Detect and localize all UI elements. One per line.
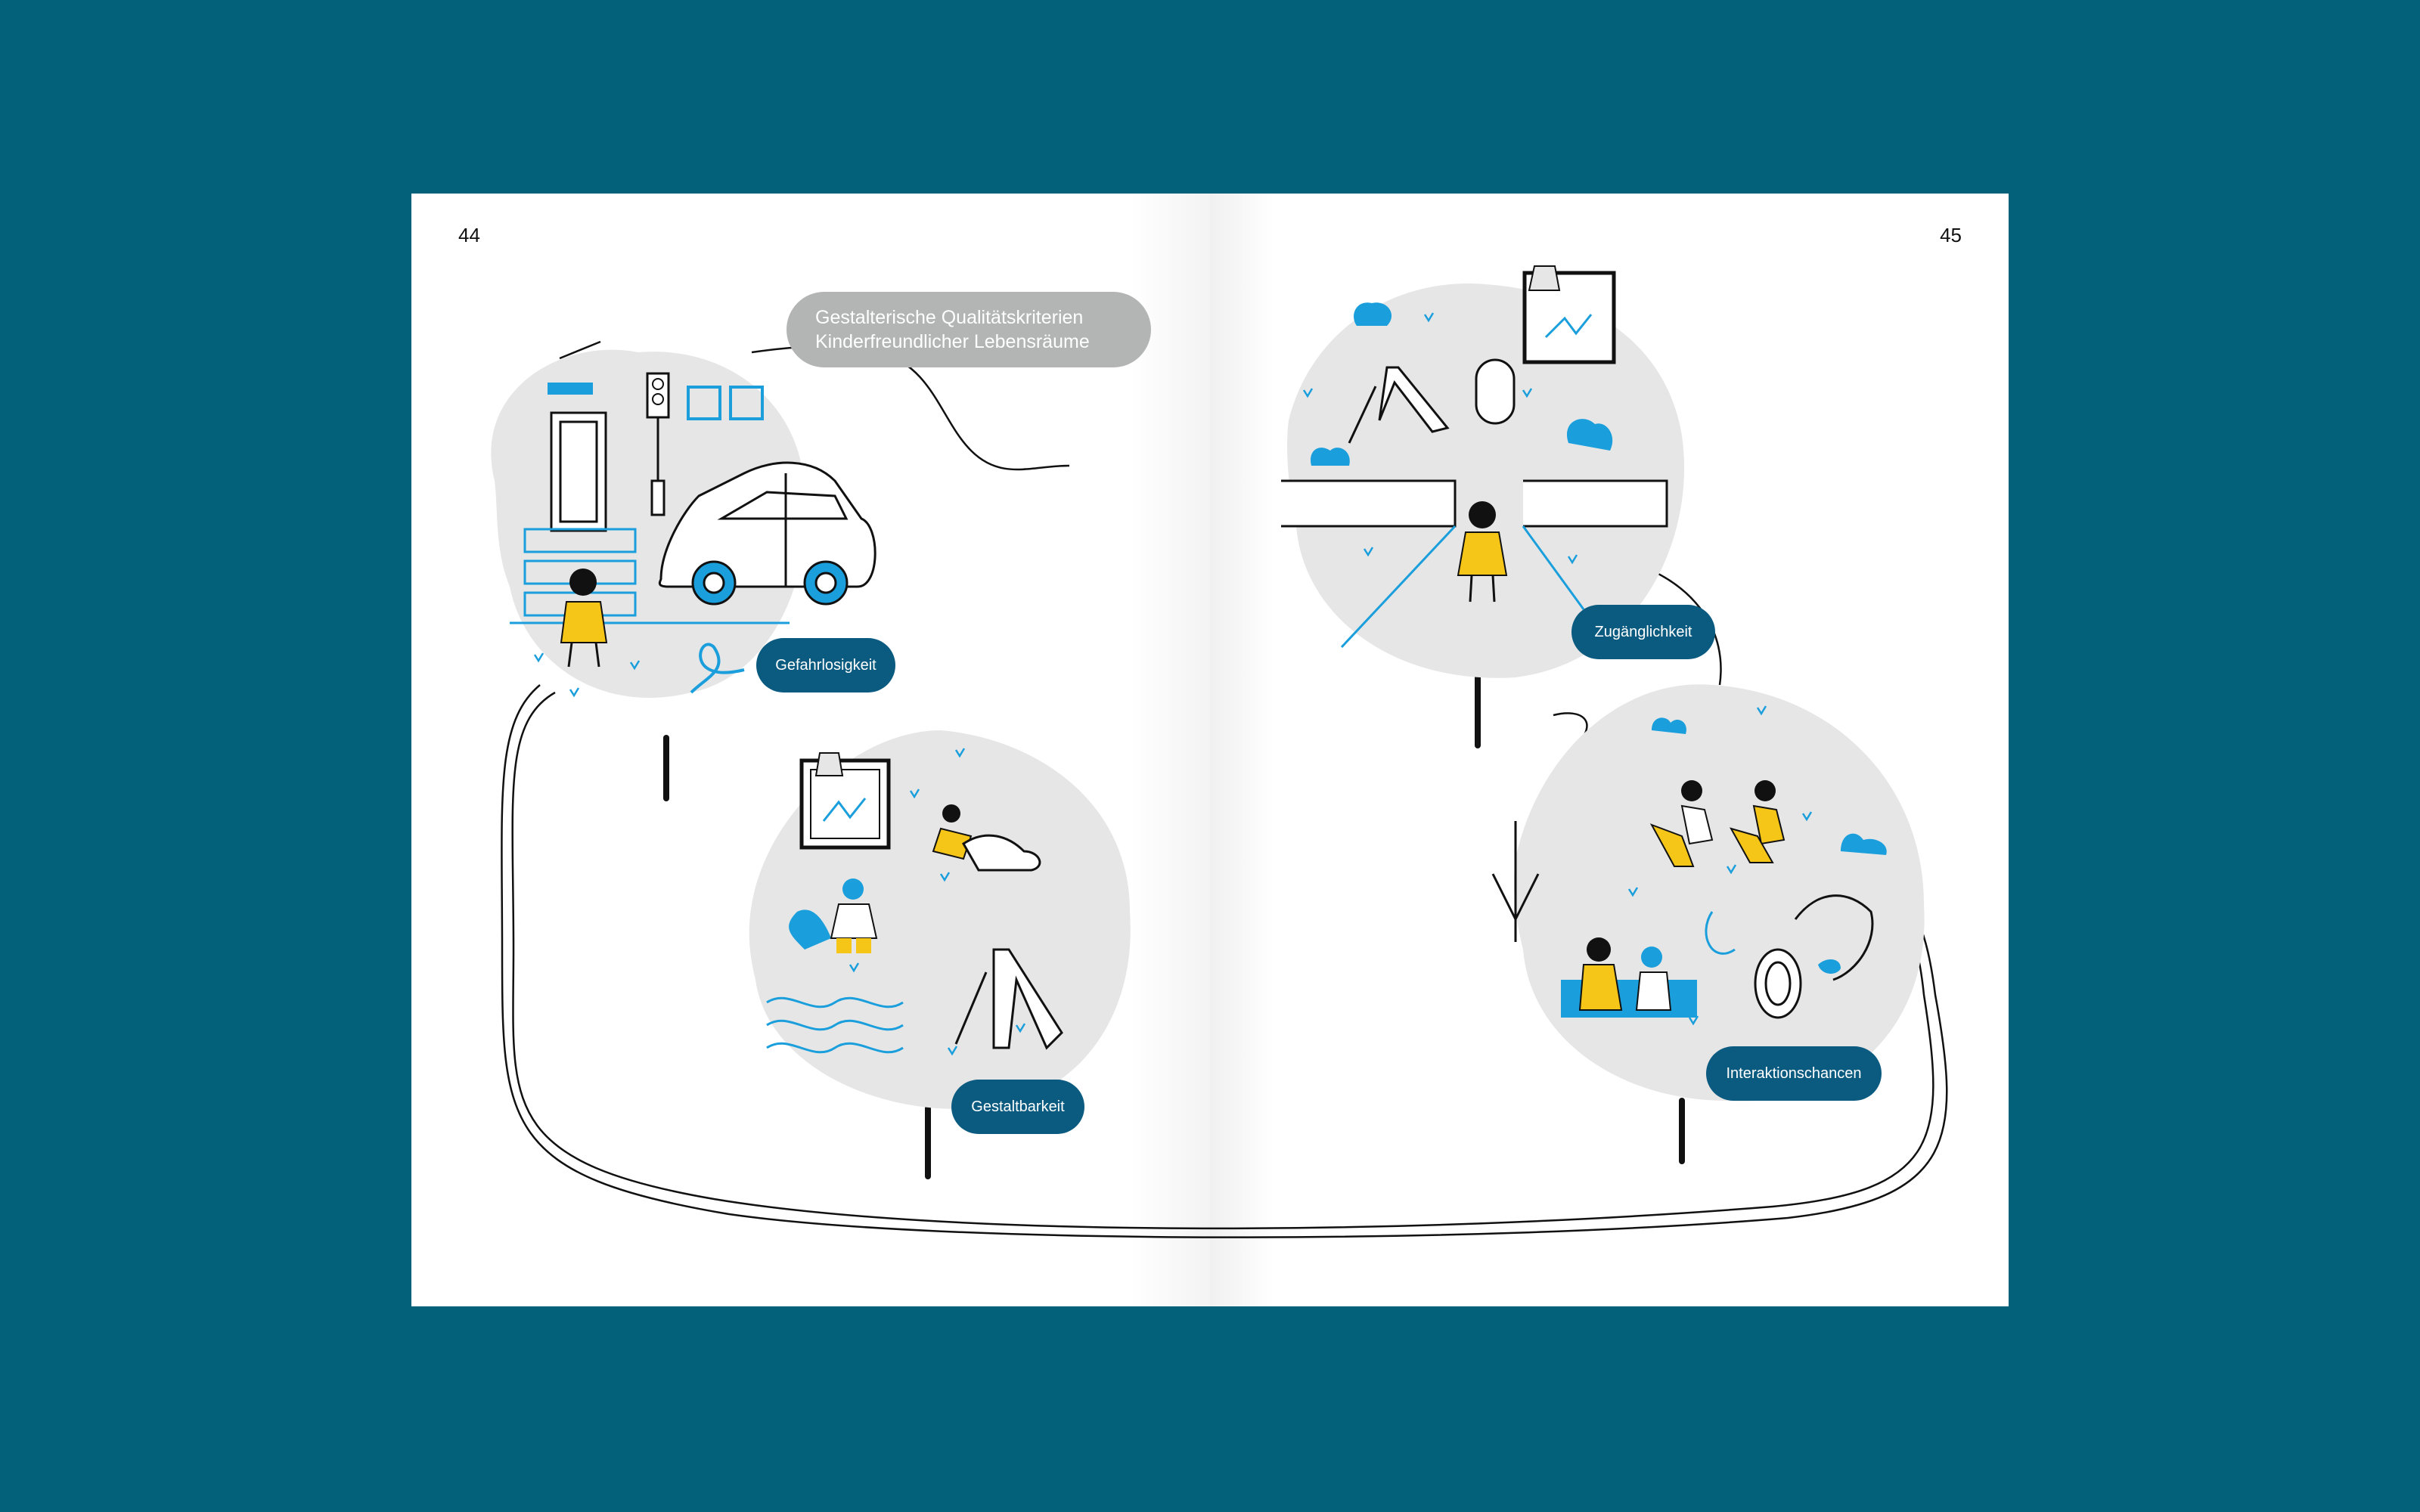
scene-gefahrlosigkeit [510,372,876,694]
label-gestaltbarkeit: Gestaltbarkeit [951,1080,1084,1134]
title-line-1: Gestalterische Qualitätskriterien [815,307,1084,328]
scene-zugaenglichkeit [1281,265,1668,649]
blobs [491,284,1925,1109]
title-line-2: Kinderfreundlicher Lebensräume [815,331,1090,352]
title-bubble: Gestalterische Qualitätskriterien Kinder… [786,292,1151,367]
blob-interaktionschancen [1514,684,1925,1101]
page-number-right: 45 [1940,224,1962,246]
scene-interaktionschancen [1491,717,1887,1019]
illustration [491,265,1948,1238]
grass-marks [533,312,1813,1056]
page-number-left: 44 [458,224,480,246]
label-interaktionschancen: Interaktionschancen [1706,1046,1882,1101]
tree-trunks [663,674,1685,1179]
label-zugaenglichkeit: Zugänglichkeit [1571,605,1715,659]
brochure-spread: 44 45 Gestalterische Qualitätskriterien … [411,194,2009,1306]
label-gefahrlosigkeit: Gefahrlosigkeit [756,638,895,692]
scene-gestaltbarkeit [766,752,1063,1054]
